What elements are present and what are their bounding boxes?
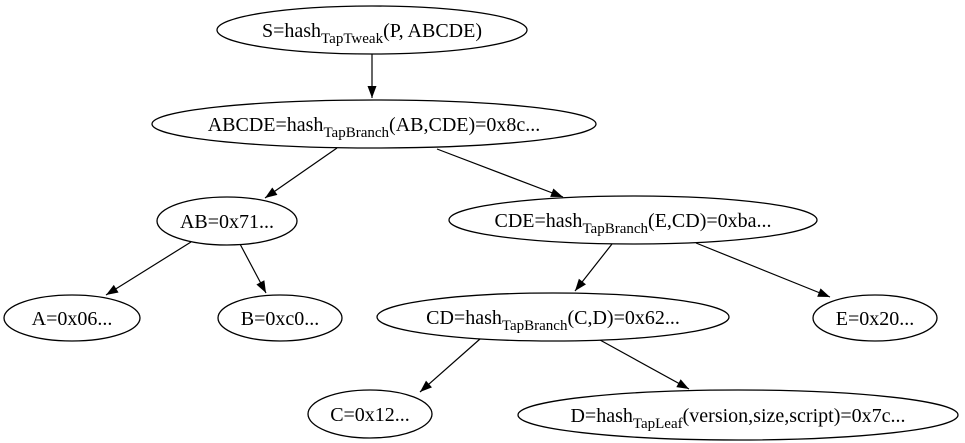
edge-CD-D	[599, 339, 690, 390]
node-CD-label: CD=hashTapBranch(C,D)=0x62...	[426, 307, 680, 334]
node-C-ellipse	[307, 389, 433, 439]
edge-CDE-E	[695, 242, 831, 298]
node-CD-label-part-0: CD=hash	[426, 307, 502, 329]
node-E: E=0x20...	[812, 294, 938, 342]
node-ABCDE-label: ABCDE=hashTapBranch(AB,CDE)=0x8c...	[208, 114, 541, 141]
node-D-label-part-1: TapLeaf	[633, 416, 683, 432]
node-D-ellipse	[517, 389, 959, 441]
node-A-ellipse	[3, 294, 141, 342]
node-AB-label: AB=0x71...	[180, 211, 274, 233]
node-AB-label-part-0: AB=0x71...	[180, 211, 274, 233]
node-E-ellipse	[812, 294, 938, 342]
node-CD-label-part-2: (C,D)=0x62...	[567, 307, 679, 329]
node-B-ellipse	[217, 294, 343, 342]
node-CD-label-part-1: TapBranch	[502, 318, 568, 334]
node-S-label-part-0: S=hash	[262, 20, 321, 42]
node-CDE-label-part-2: (E,CD)=0xba...	[648, 210, 771, 232]
node-AB-ellipse	[156, 196, 298, 246]
node-D-label: D=hashTapLeaf(version,size,script)=0x7c.…	[570, 405, 905, 432]
node-S-label-part-2: (P, ABCDE)	[383, 20, 482, 42]
node-E-label-part-0: E=0x20...	[836, 308, 915, 330]
node-B-label: B=0xc0...	[241, 308, 320, 330]
node-ABCDE-label-part-2: (AB,CDE)=0x8c...	[389, 114, 540, 136]
node-D-label-part-2: (version,size,script)=0x7c...	[683, 405, 906, 427]
node-ABCDE-label-part-0: ABCDE=hash	[208, 114, 324, 136]
node-A-label-part-0: A=0x06...	[32, 308, 113, 330]
node-A: A=0x06...	[3, 294, 141, 342]
edge-AB-B	[239, 243, 267, 294]
node-B: B=0xc0...	[217, 294, 343, 342]
node-CD: CD=hashTapBranch(C,D)=0x62...	[376, 292, 730, 342]
node-CDE-ellipse	[448, 195, 818, 245]
node-CDE-label-part-1: TapBranch	[582, 221, 648, 237]
node-CDE-label: CDE=hashTapBranch(E,CD)=0xba...	[494, 210, 771, 237]
node-C-label: C=0x12...	[330, 404, 410, 426]
node-A-label: A=0x06...	[32, 308, 113, 330]
node-ABCDE-ellipse	[151, 99, 597, 149]
edge-CD-C	[419, 338, 481, 393]
edge-AB-A	[105, 241, 192, 296]
node-E-label: E=0x20...	[836, 308, 915, 330]
node-CD-ellipse	[376, 292, 730, 342]
node-B-label-part-0: B=0xc0...	[241, 308, 320, 330]
node-S: S=hashTapTweak(P, ABCDE)	[216, 5, 528, 55]
node-S-ellipse	[216, 5, 528, 55]
node-group: S=hashTapTweak(P, ABCDE) ABCDE=hashTapBr…	[3, 5, 959, 441]
node-S-label-part-1: TapTweak	[321, 31, 384, 47]
node-CDE: CDE=hashTapBranch(E,CD)=0xba...	[448, 195, 818, 245]
node-CDE-label-part-0: CDE=hash	[494, 210, 582, 232]
node-S-label: S=hashTapTweak(P, ABCDE)	[262, 20, 482, 47]
edge-ABCDE-AB	[264, 147, 338, 199]
node-AB: AB=0x71...	[156, 196, 298, 246]
node-D-label-part-0: D=hash	[570, 405, 632, 427]
node-D: D=hashTapLeaf(version,size,script)=0x7c.…	[517, 389, 959, 441]
node-C-label-part-0: C=0x12...	[330, 404, 410, 426]
node-ABCDE: ABCDE=hashTapBranch(AB,CDE)=0x8c...	[151, 99, 597, 149]
node-C: C=0x12...	[307, 389, 433, 439]
node-ABCDE-label-part-1: TapBranch	[323, 125, 389, 141]
edge-group	[105, 54, 831, 393]
edge-ABCDE-CDE	[436, 148, 564, 198]
edge-CDE-CD	[574, 243, 613, 292]
